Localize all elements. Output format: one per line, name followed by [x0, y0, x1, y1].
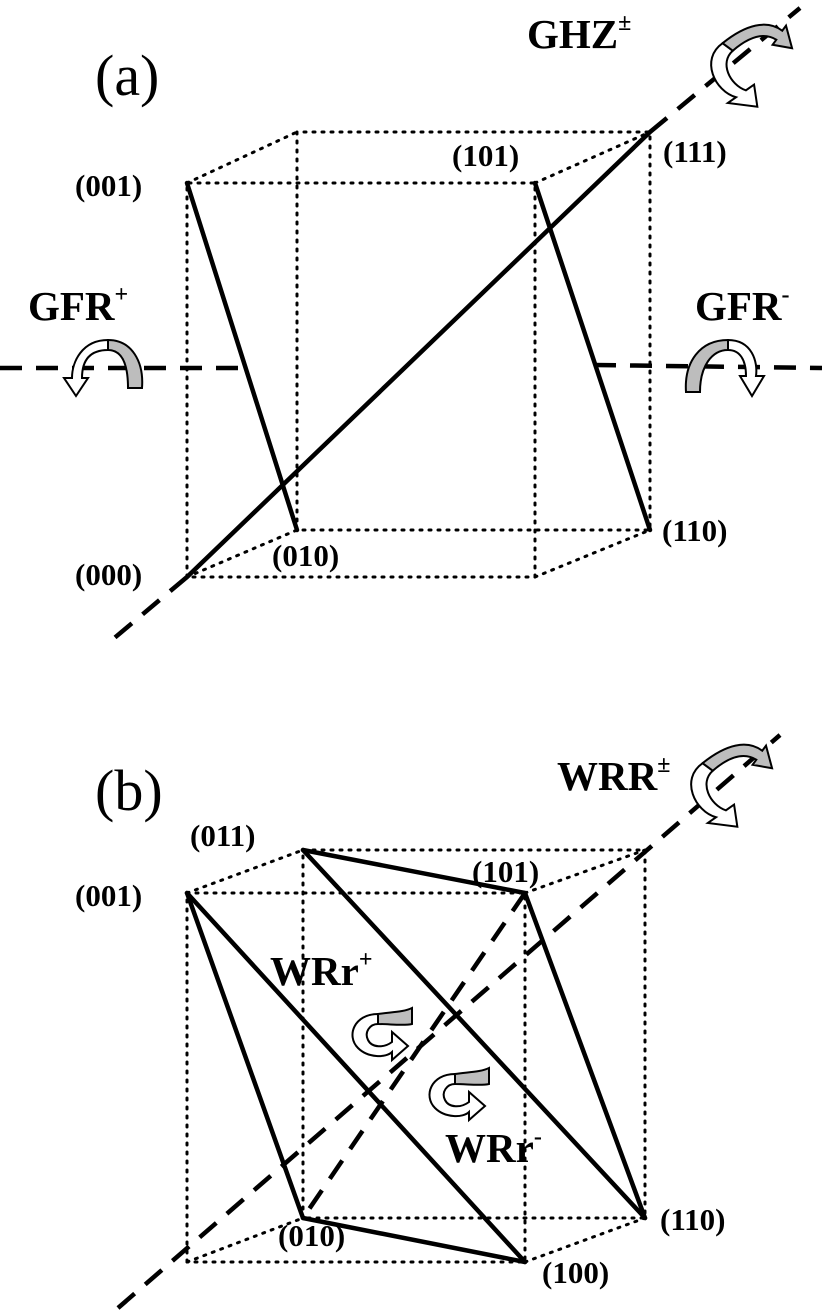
wrr-axis [116, 733, 782, 1310]
vertex-001-label: (001) [75, 878, 142, 913]
wrr-plus-rotation-arrow-icon [351, 1006, 413, 1063]
edge-011-101 [300, 847, 528, 896]
wrr-plus-axis-label: WRr+ [270, 947, 373, 994]
cube-edge [533, 130, 652, 185]
cube-front-face [185, 181, 537, 579]
panel-a-cube-edges [185, 130, 652, 579]
panel-b-label: (b) [95, 758, 163, 823]
vertex-110-label: (110) [660, 1202, 725, 1237]
edge-001-100 [184, 890, 528, 1265]
gfr-minus-label-main: GFR [695, 283, 782, 329]
vertex-010-label: (010) [272, 538, 339, 573]
wrr-minus-rotation-arrow-icon [428, 1066, 490, 1123]
gfr-minus-rotation-arrow-icon [684, 338, 766, 398]
vertex-110-label: (110) [662, 513, 727, 548]
ghz-label-main: GHZ [527, 11, 618, 57]
gfr-plus-axis-label: GFR+ [28, 282, 128, 329]
edge-011-110 [300, 847, 648, 1221]
edge-101-110 [522, 890, 648, 1221]
wrr-rotation-arrow-icon [690, 743, 774, 828]
gfr-plus-label-main: GFR [28, 283, 115, 329]
gfr-plus-rotation-arrow-icon [62, 338, 144, 398]
panel-b-tetrahedron-edges [184, 847, 648, 1265]
wrr-axis-label: WRR± [557, 752, 670, 799]
wrr-minus-axis-label: WRr- [445, 1124, 542, 1171]
ghz-diagonal [184, 129, 653, 580]
wrr-plus-label-sup: + [359, 947, 373, 973]
gfr-minus-label-sup: - [782, 282, 790, 308]
wrr-minus-label-sup: - [534, 1124, 542, 1150]
cube-edge [523, 1216, 647, 1264]
cube-edge [533, 528, 652, 579]
edge-001-010 [184, 890, 306, 1221]
gfr-plus-edge [184, 180, 300, 533]
wrr-plus-label-main: WRr [270, 948, 359, 994]
vertex-100-label: (100) [542, 1255, 609, 1290]
vertex-000-label: (000) [75, 557, 142, 592]
gfr-minus-edge [532, 180, 653, 533]
cube-edge [185, 528, 299, 579]
vertex-101-label: (101) [472, 854, 539, 889]
cube-front-face [185, 891, 527, 1264]
cube-edge [523, 848, 647, 895]
wrr-label-main: WRR [557, 753, 658, 799]
wrr-plus-axis [301, 891, 527, 1220]
cube-edge [185, 1216, 305, 1264]
cube-back-face [295, 130, 652, 532]
ghz-axis-label: GHZ± [527, 10, 631, 57]
vertex-010-label: (010) [278, 1218, 345, 1253]
gfr-minus-axis [593, 362, 822, 371]
edge-010-100 [300, 1215, 528, 1265]
vertex-101-label: (101) [452, 138, 519, 173]
cube-edge [185, 848, 305, 895]
gfr-minus-axis-label: GFR- [695, 282, 790, 329]
vertex-001-label: (001) [75, 168, 142, 203]
ghz-label-sup: ± [618, 10, 631, 36]
ghz-rotation-arrow-icon [710, 23, 794, 108]
panel-a: (a) (00 [0, 6, 822, 642]
ghz-axis-lower [110, 575, 189, 642]
wrr-label-sup: ± [657, 752, 670, 778]
vertex-011-label: (011) [190, 818, 255, 853]
vertex-111-label: (111) [663, 134, 727, 169]
panel-a-label: (a) [95, 43, 159, 108]
panel-b: (b) [75, 733, 782, 1310]
wrr-minus-label-main: WRr [445, 1125, 534, 1171]
gfr-plus-label-sup: + [115, 282, 129, 308]
cube-edge [185, 130, 299, 185]
